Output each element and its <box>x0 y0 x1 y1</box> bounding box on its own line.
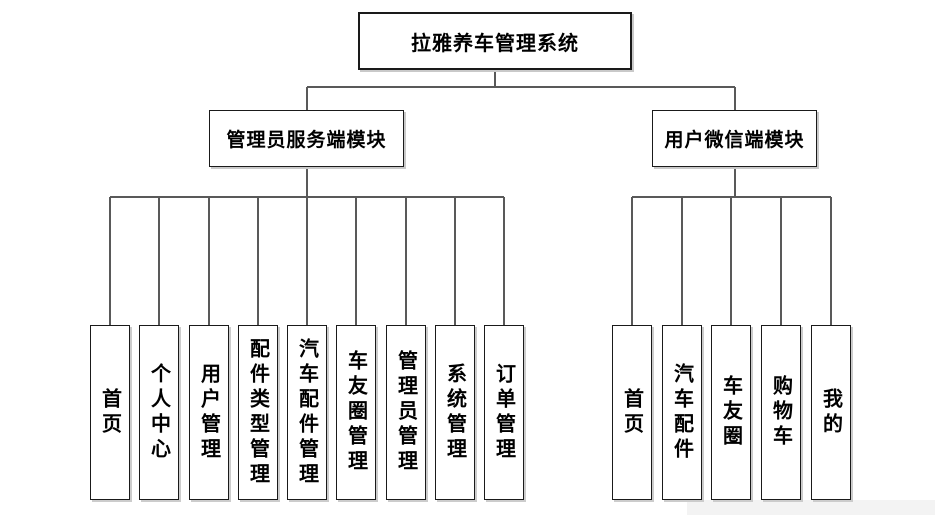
node-root: 拉雅养车管理系统 <box>358 12 632 70</box>
leaf-label: 系统管理 <box>443 362 466 463</box>
admin-leaf-system-management: 系统管理 <box>435 325 475 500</box>
watermark-remnant <box>687 500 935 515</box>
admin-leaf-car-part-management: 汽车配件管理 <box>287 325 327 500</box>
leaf-label: 汽车配件 <box>670 362 693 463</box>
admin-module-label: 管理员服务端模块 <box>226 130 387 151</box>
user-module-label: 用户微信端模块 <box>664 130 805 151</box>
leaf-label: 汽车配件管理 <box>295 337 318 488</box>
leaf-label: 首页 <box>620 387 643 438</box>
admin-leaf-part-type-management: 配件类型管理 <box>238 325 278 500</box>
node-user-module: 用户微信端模块 <box>652 110 817 167</box>
root-label: 拉雅养车管理系统 <box>411 32 579 55</box>
connector-admin-drops <box>109 197 505 325</box>
leaf-label: 购物车 <box>769 375 792 450</box>
connector-admin-bus <box>110 167 504 198</box>
user-leaf-home: 首页 <box>612 325 652 500</box>
leaf-label: 用户管理 <box>197 362 220 463</box>
leaf-label: 订单管理 <box>492 362 515 463</box>
user-leaf-shopping-cart: 购物车 <box>761 325 801 500</box>
leaf-label: 车友圈 <box>719 375 742 450</box>
leaf-label: 我的 <box>819 387 842 438</box>
admin-leaf-admin-management: 管理员管理 <box>386 325 426 500</box>
admin-leaf-car-club-management: 车友圈管理 <box>336 325 376 500</box>
admin-leaf-order-management: 订单管理 <box>484 325 524 500</box>
admin-leaf-home: 首页 <box>90 325 130 500</box>
leaf-label: 首页 <box>98 387 121 438</box>
leaf-label: 管理员管理 <box>394 350 417 475</box>
user-leaf-car-club: 车友圈 <box>711 325 751 500</box>
user-leaf-mine: 我的 <box>811 325 851 500</box>
leaf-label: 个人中心 <box>147 362 170 463</box>
node-admin-module: 管理员服务端模块 <box>209 110 404 167</box>
connector-root-split <box>306 70 736 110</box>
connector-user-bus <box>632 167 831 198</box>
leaf-label: 车友圈管理 <box>344 350 367 475</box>
admin-leaf-user-management: 用户管理 <box>189 325 229 500</box>
leaf-label: 配件类型管理 <box>246 337 269 488</box>
connector-user-drops <box>631 197 832 325</box>
user-leaf-car-parts: 汽车配件 <box>662 325 702 500</box>
admin-leaf-personal-center: 个人中心 <box>139 325 179 500</box>
